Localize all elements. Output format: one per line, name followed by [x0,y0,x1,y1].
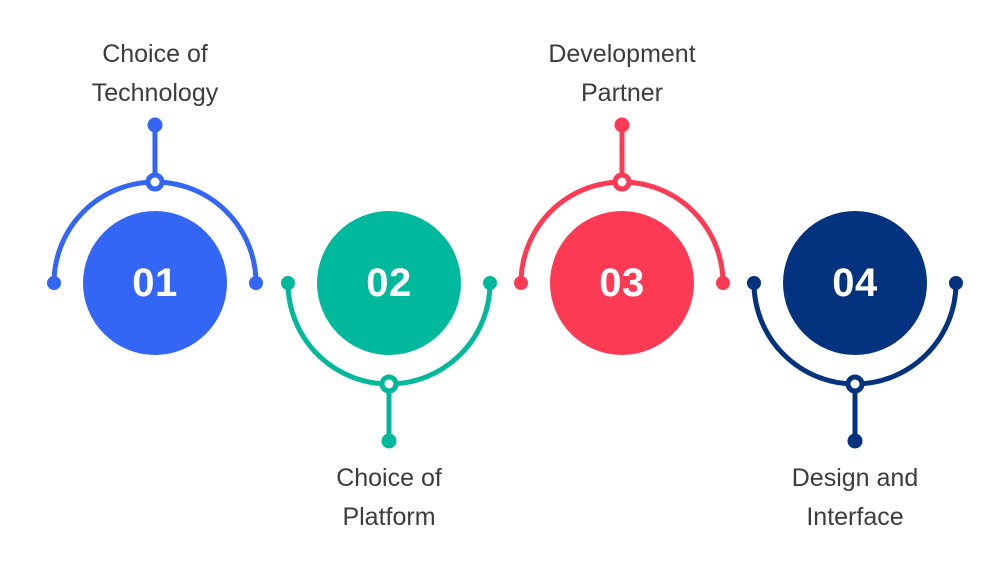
arc-end-dot-right [249,276,263,290]
stem-tip-dot [381,433,397,449]
step-number-label: 03 [599,261,645,305]
step-number-label: 04 [832,261,878,305]
caption-line-2: Interface [806,502,904,531]
arc-end-dot-left [47,276,61,290]
caption-line-2: Technology [91,78,219,107]
arc-end-dot-right [716,276,730,290]
stem-tip-dot [614,117,630,133]
caption-line-1: Development [548,40,696,68]
step-circle-03[interactable]: 03 [550,211,694,355]
arc-end-dot-left [514,276,528,290]
caption-line-2: Partner [581,78,663,107]
arc-end-dot-right [483,276,497,290]
caption-line-1: Design and [791,464,919,492]
stem-tip-dot [847,433,863,449]
arc-end-dot-left [747,276,761,290]
step-circle-02[interactable]: 02 [317,211,461,355]
apex-ring-icon [145,172,165,192]
apex-ring-icon [845,374,865,394]
step-circle-01[interactable]: 01 [83,211,227,355]
apex-ring-icon [612,172,632,192]
arc-end-dot-left [281,276,295,290]
step-number-label: 02 [366,261,412,305]
step-caption-01: Choice of Technology [5,35,305,113]
step-circle-04[interactable]: 04 [783,211,927,355]
arc-end-dot-right [949,276,963,290]
apex-ring-icon [379,374,399,394]
caption-line-1: Choice of [102,40,208,68]
step-number-label: 01 [132,261,178,305]
caption-line-2: Platform [342,502,436,531]
stem-tip-dot [147,117,163,133]
step-caption-02: Choice of Platform [239,459,539,537]
caption-line-1: Choice of [336,464,442,492]
